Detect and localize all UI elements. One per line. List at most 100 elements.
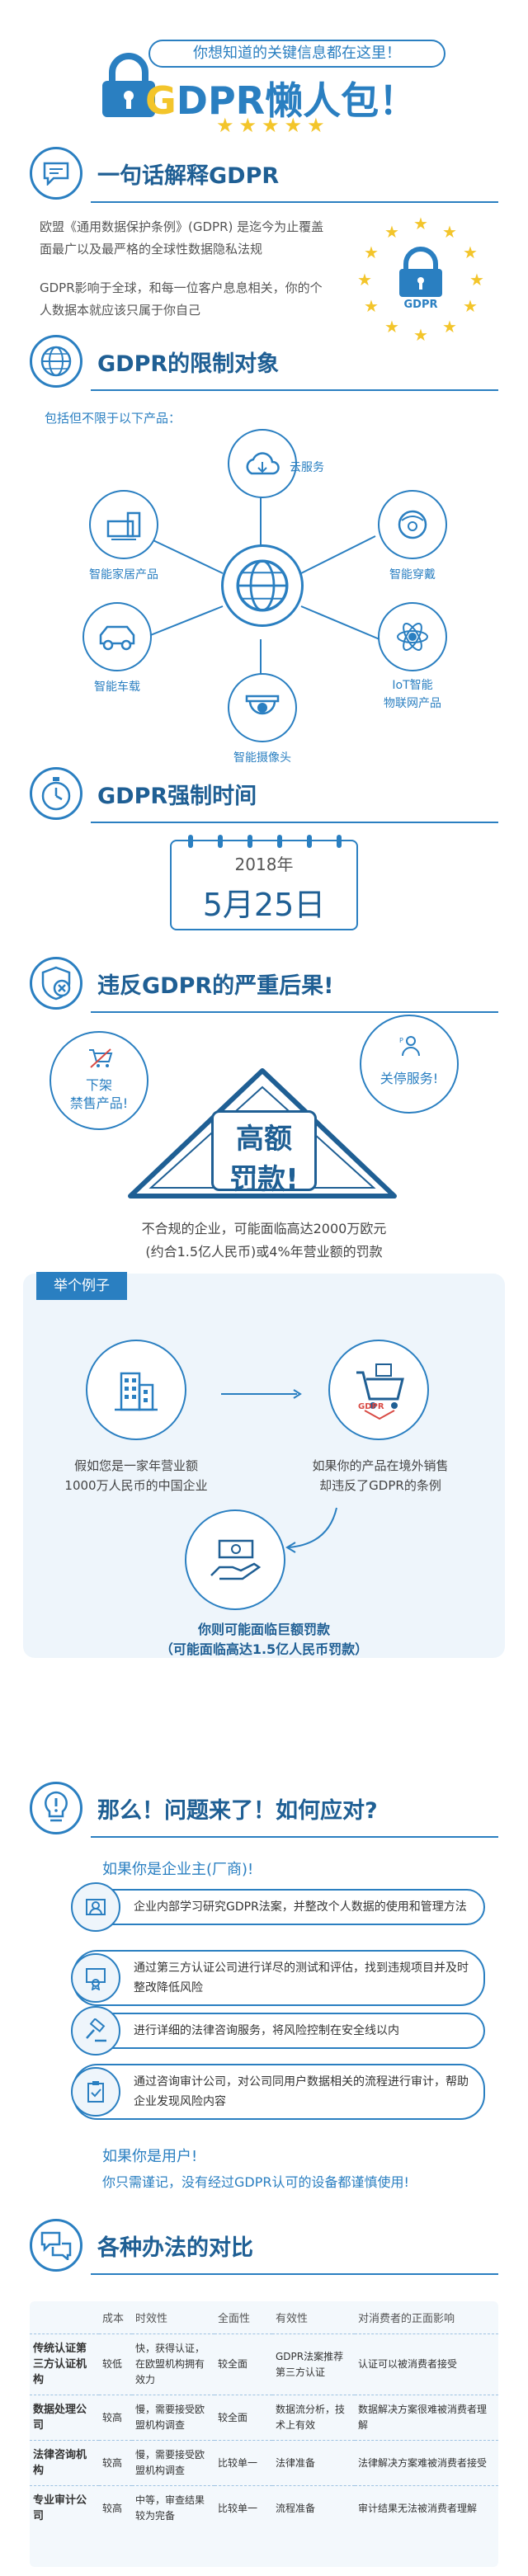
cap-smart-wear: 智能穿戴 <box>389 568 436 582</box>
calendar-day: 5月25日 <box>202 887 326 923</box>
cap-iot-2: 物联网产品 <box>384 697 441 710</box>
cell-pos: 数据解决方案很难被消费者理解 <box>355 2395 498 2441</box>
cell-name: 传统认证第三方认证机构 <box>30 2333 99 2395</box>
hub-connectors <box>139 495 380 675</box>
money-hand-icon <box>185 1509 285 1610</box>
section6-title: 各种办法的对比 <box>97 2235 253 2261</box>
banner-title: GDPR懒人包！ <box>145 71 417 125</box>
example-bottom2: （可能面临高达1.5亿人民币罚款） <box>159 1641 369 1657</box>
cell-eff: GDPR法案推荐第三方认证 <box>272 2333 355 2395</box>
cell-time: 快，获得认证，在欧盟机构拥有效力 <box>132 2333 214 2395</box>
lightbulb-icon <box>30 1782 82 1834</box>
section4-title: 违反GDPR的严重后果! <box>97 972 334 999</box>
pill-1-text: 企业内部学习研究GDPR法案，并整改个人数据的使用和管理方法 <box>134 1900 467 1914</box>
cell-cost: 较低 <box>99 2333 132 2395</box>
cell-eff: 法律准备 <box>272 2440 355 2486</box>
cell-cover: 较全面 <box>214 2395 272 2441</box>
col-header <box>30 2301 99 2334</box>
cell-time: 慢，需要接受欧盟机构调查 <box>132 2395 214 2441</box>
arrow-down-left-icon <box>279 1505 345 1557</box>
smart-home-icon <box>89 490 158 559</box>
example-right1: 如果你的产品在境外销售 <box>312 1458 449 1473</box>
example-right2: 却违反了GDPR的条例 <box>319 1478 441 1493</box>
hub-globe <box>221 544 304 627</box>
example-panel: 举个例子 GDPR 假如您是一家年营业额 1000万人民币的中国企业 如果你的产… <box>23 1272 505 1658</box>
study-icon <box>71 1882 120 1932</box>
biz-head: 如果你是企业主(厂商)! <box>102 1861 254 1878</box>
calendar-rings <box>188 835 342 848</box>
cell-cover: 较全面 <box>214 2333 272 2395</box>
table-row: 法律咨询机构 较高 慢，需要接受欧盟机构调查 比较单一 法律准备 法律解决方案难… <box>30 2440 498 2486</box>
chat-icon <box>30 147 82 200</box>
comparison-table-panel: 成本 时效性 全面性 有效性 对消费者的正面影响 传统认证第三方认证机构 较低 … <box>30 2301 498 2567</box>
cell-pos: 法律解决方案难被消费者接受 <box>355 2440 498 2486</box>
cap-smart-home: 智能家居产品 <box>89 568 158 582</box>
col-header: 时效性 <box>135 2313 168 2325</box>
example-bottom1: 你则可能面临巨额罚款 <box>197 1622 330 1637</box>
banner-title-rest: DPR懒人包！ <box>176 78 417 123</box>
calendar-year: 2018年 <box>234 855 294 874</box>
stopwatch-icon <box>30 767 82 820</box>
cell-name: 法律咨询机构 <box>30 2440 99 2486</box>
iot-icon <box>378 602 447 671</box>
cart-off-icon <box>87 1048 114 1072</box>
cell-cover: 比较单一 <box>214 2485 272 2531</box>
delist-line2: 禁售产品! <box>69 1095 129 1111</box>
section1-title: 一句话解释GDPR <box>97 162 280 189</box>
cell-cost: 较高 <box>99 2395 132 2441</box>
svg-text:★: ★ <box>413 214 428 233</box>
example-tag: 举个例子 <box>36 1272 127 1300</box>
section3-header: GDPR强制时间 <box>30 767 257 820</box>
arrow-right-icon <box>221 1387 304 1403</box>
fine-desc1: 不合规的企业，可能面临高达2000万欧元 <box>141 1221 387 1236</box>
svg-text:★: ★ <box>442 317 457 337</box>
svg-text:★: ★ <box>384 222 399 242</box>
consequence-delist: 下架 禁售产品! <box>50 1031 148 1130</box>
section1-p1: 欧盟《通用数据保护条例》(GDPR) 是迄今为止覆盖面最广以及最严格的全球性数据… <box>40 219 324 257</box>
smart-camera-icon <box>228 673 297 742</box>
col-header: 成本 <box>102 2313 125 2325</box>
section6-rule <box>91 2273 498 2275</box>
fine-desc2: (约合1.5亿人民币)或4%年营业额的罚款 <box>145 1244 383 1260</box>
pill-3-text: 进行详细的法律咨询服务，将风险控制在安全线以内 <box>134 2024 399 2037</box>
col-header: 有效性 <box>276 2313 309 2325</box>
svg-text:★: ★ <box>469 270 484 290</box>
cap-iot-1: IoT智能 <box>392 679 433 692</box>
svg-text:★: ★ <box>357 270 372 290</box>
banner-title-g: G <box>145 78 177 123</box>
cell-eff: 数据流分析，技术上有效 <box>272 2395 355 2441</box>
table-row: 传统认证第三方认证机构 较低 快，获得认证，在欧盟机构拥有效力 较全面 GDPR… <box>30 2333 498 2395</box>
svg-text:P: P <box>399 1037 403 1044</box>
shutdown-text: 关停服务! <box>380 1071 439 1086</box>
svg-text:★: ★ <box>384 317 399 337</box>
col-header: 对消费者的正面影响 <box>358 2313 455 2325</box>
section2-rule <box>91 389 498 391</box>
svg-text:★: ★ <box>463 296 478 316</box>
gdpr-stars-badge: ★★★★★★ ★★★★★★ GDPR <box>355 213 487 345</box>
cell-eff: 流程准备 <box>272 2485 355 2531</box>
svg-text:★: ★ <box>413 325 428 345</box>
comparison-table: 成本 时效性 全面性 有效性 对消费者的正面影响 传统认证第三方认证机构 较低 … <box>30 2301 498 2531</box>
cell-name: 专业审计公司 <box>30 2485 99 2531</box>
cell-cost: 较高 <box>99 2440 132 2486</box>
table-header-row: 成本 时效性 全面性 有效性 对消费者的正面影响 <box>30 2301 498 2334</box>
star-icon: ★ <box>284 114 308 137</box>
cell-pos: 认证可以被消费者接受 <box>355 2333 498 2395</box>
section5-title: 那么！问题来了！如何应对? <box>97 1797 378 1824</box>
section1-p2: GDPR影响于全球，和每一位客户息息相关，你的个人数据本就应该只属于你自己 <box>40 280 323 318</box>
col-header: 全面性 <box>218 2313 251 2325</box>
section5-header: 那么！问题来了！如何应对? <box>30 1782 378 1834</box>
pill-3: 进行详细的法律咨询服务，将风险控制在安全线以内 <box>71 2006 485 2056</box>
pill-1: 企业内部学习研究GDPR法案，并整改个人数据的使用和管理方法 <box>71 1882 485 1932</box>
cap-cloud: 云服务 <box>290 461 324 474</box>
shield-cross-icon <box>30 957 82 1010</box>
cell-pos: 审计结果无法被消费者理解 <box>355 2485 498 2531</box>
svg-text:★: ★ <box>463 243 478 262</box>
pill-2-text: 通过第三方认证公司进行详尽的测试和评估，找到违规项目并及时整改降低风险 <box>134 1961 469 1994</box>
section3-rule <box>91 822 498 823</box>
section5-rule <box>91 1836 498 1838</box>
consequence-shutdown: P 关停服务! <box>360 1015 459 1114</box>
section2-intro: 包括但不限于以下产品： <box>45 411 182 426</box>
section2-header: GDPR的限制对象 <box>30 335 279 388</box>
banner: 你想知道的关键信息都在这里！ GDPR懒人包！ ★★★★★ <box>0 0 528 148</box>
